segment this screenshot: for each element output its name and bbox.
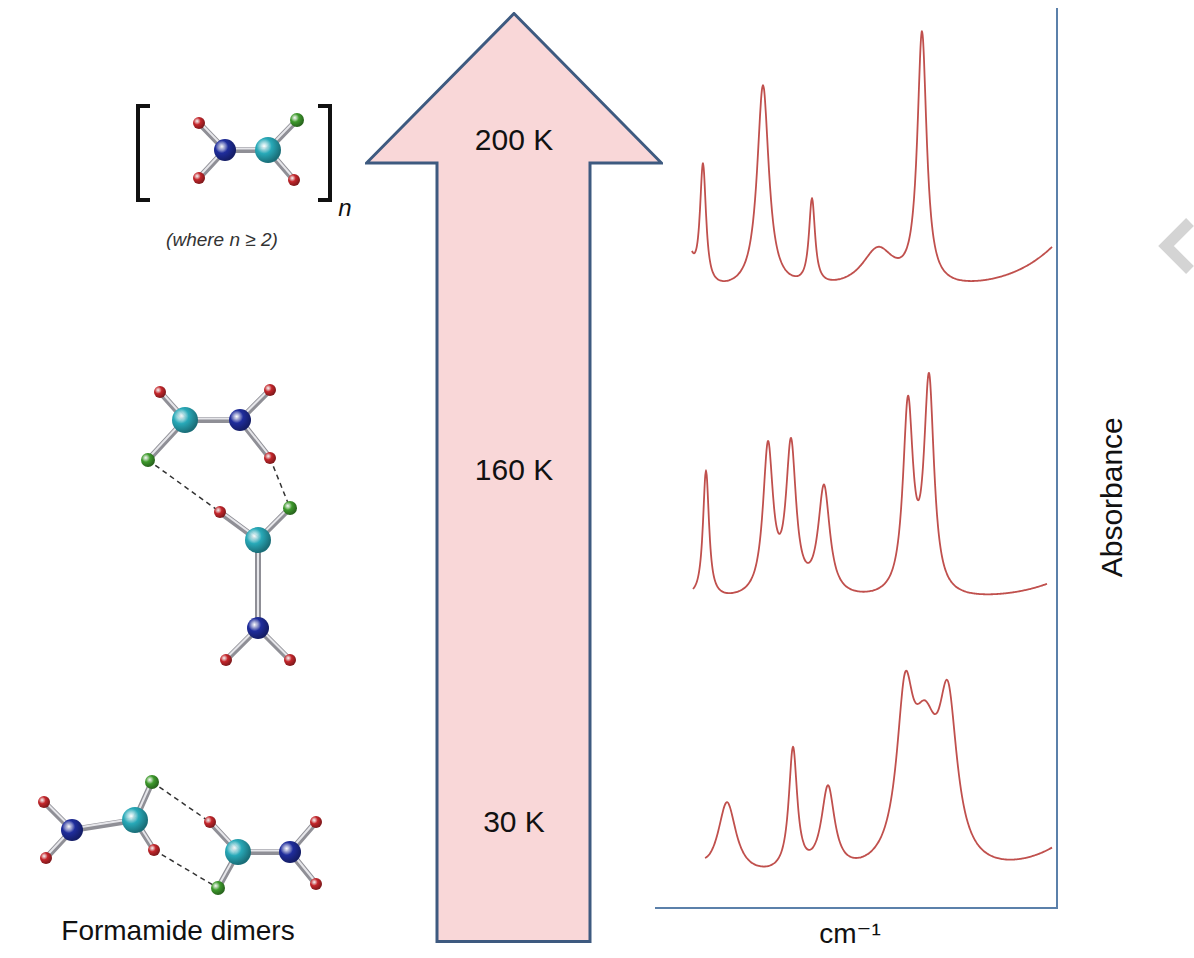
atom-ball bbox=[38, 796, 50, 808]
atom-ball bbox=[214, 139, 236, 161]
temperature-label: 30 K bbox=[483, 805, 545, 840]
atom-ball bbox=[288, 174, 300, 186]
bracket bbox=[318, 106, 330, 200]
atom-ball bbox=[141, 453, 155, 467]
chevron-mark bbox=[1166, 222, 1190, 270]
caption-text: Formamide dimers bbox=[61, 915, 294, 947]
atom-ball bbox=[255, 137, 281, 163]
atom-ball bbox=[284, 654, 296, 666]
atom-ball bbox=[154, 386, 166, 398]
hydrogen-bond bbox=[154, 850, 218, 888]
ir-spectrum-1 bbox=[693, 373, 1047, 594]
atom-ball bbox=[310, 878, 322, 890]
hydrogen-bond bbox=[152, 782, 210, 822]
atom-ball bbox=[247, 617, 269, 639]
atom-ball bbox=[264, 452, 276, 464]
x-axis bbox=[655, 907, 1058, 909]
atom-ball bbox=[148, 844, 160, 856]
atom-ball bbox=[172, 407, 198, 433]
arrow-shape bbox=[367, 14, 662, 942]
axis-title: Absorbance bbox=[1095, 417, 1130, 577]
atom-ball bbox=[61, 819, 83, 841]
temperature-label: 200 K bbox=[475, 123, 553, 158]
temperature-arrow: 200 K 160 K 30 K bbox=[365, 12, 663, 943]
atom-ball bbox=[310, 816, 322, 828]
atom-ball bbox=[204, 816, 216, 828]
atom-ball bbox=[264, 384, 276, 396]
atom-ball bbox=[211, 881, 225, 895]
atom-ball bbox=[193, 172, 205, 184]
atom-ball bbox=[225, 839, 251, 865]
atom-ball bbox=[214, 506, 226, 518]
ir-spectrum-2 bbox=[705, 671, 1052, 867]
ir-spectrum-0 bbox=[692, 31, 1052, 281]
temperature-label: 160 K bbox=[475, 453, 553, 488]
atom-ball bbox=[279, 841, 301, 863]
atom-ball bbox=[245, 527, 271, 553]
bracket bbox=[138, 106, 150, 200]
atom-ball bbox=[193, 117, 205, 129]
hydrogen-bond bbox=[270, 458, 290, 508]
atom-ball bbox=[283, 501, 297, 515]
y-axis bbox=[1056, 8, 1058, 908]
atom-ball bbox=[229, 409, 251, 431]
hydrogen-bond bbox=[148, 460, 220, 512]
atom-ball bbox=[145, 775, 159, 789]
note-text: (where n ≥ 2) bbox=[166, 229, 278, 251]
subscript-n: n bbox=[338, 194, 351, 222]
atom-ball bbox=[220, 654, 232, 666]
atom-ball bbox=[40, 852, 52, 864]
atom-ball bbox=[122, 807, 148, 833]
atom-ball bbox=[290, 113, 304, 127]
axis-unit: cm⁻¹ bbox=[819, 918, 880, 950]
